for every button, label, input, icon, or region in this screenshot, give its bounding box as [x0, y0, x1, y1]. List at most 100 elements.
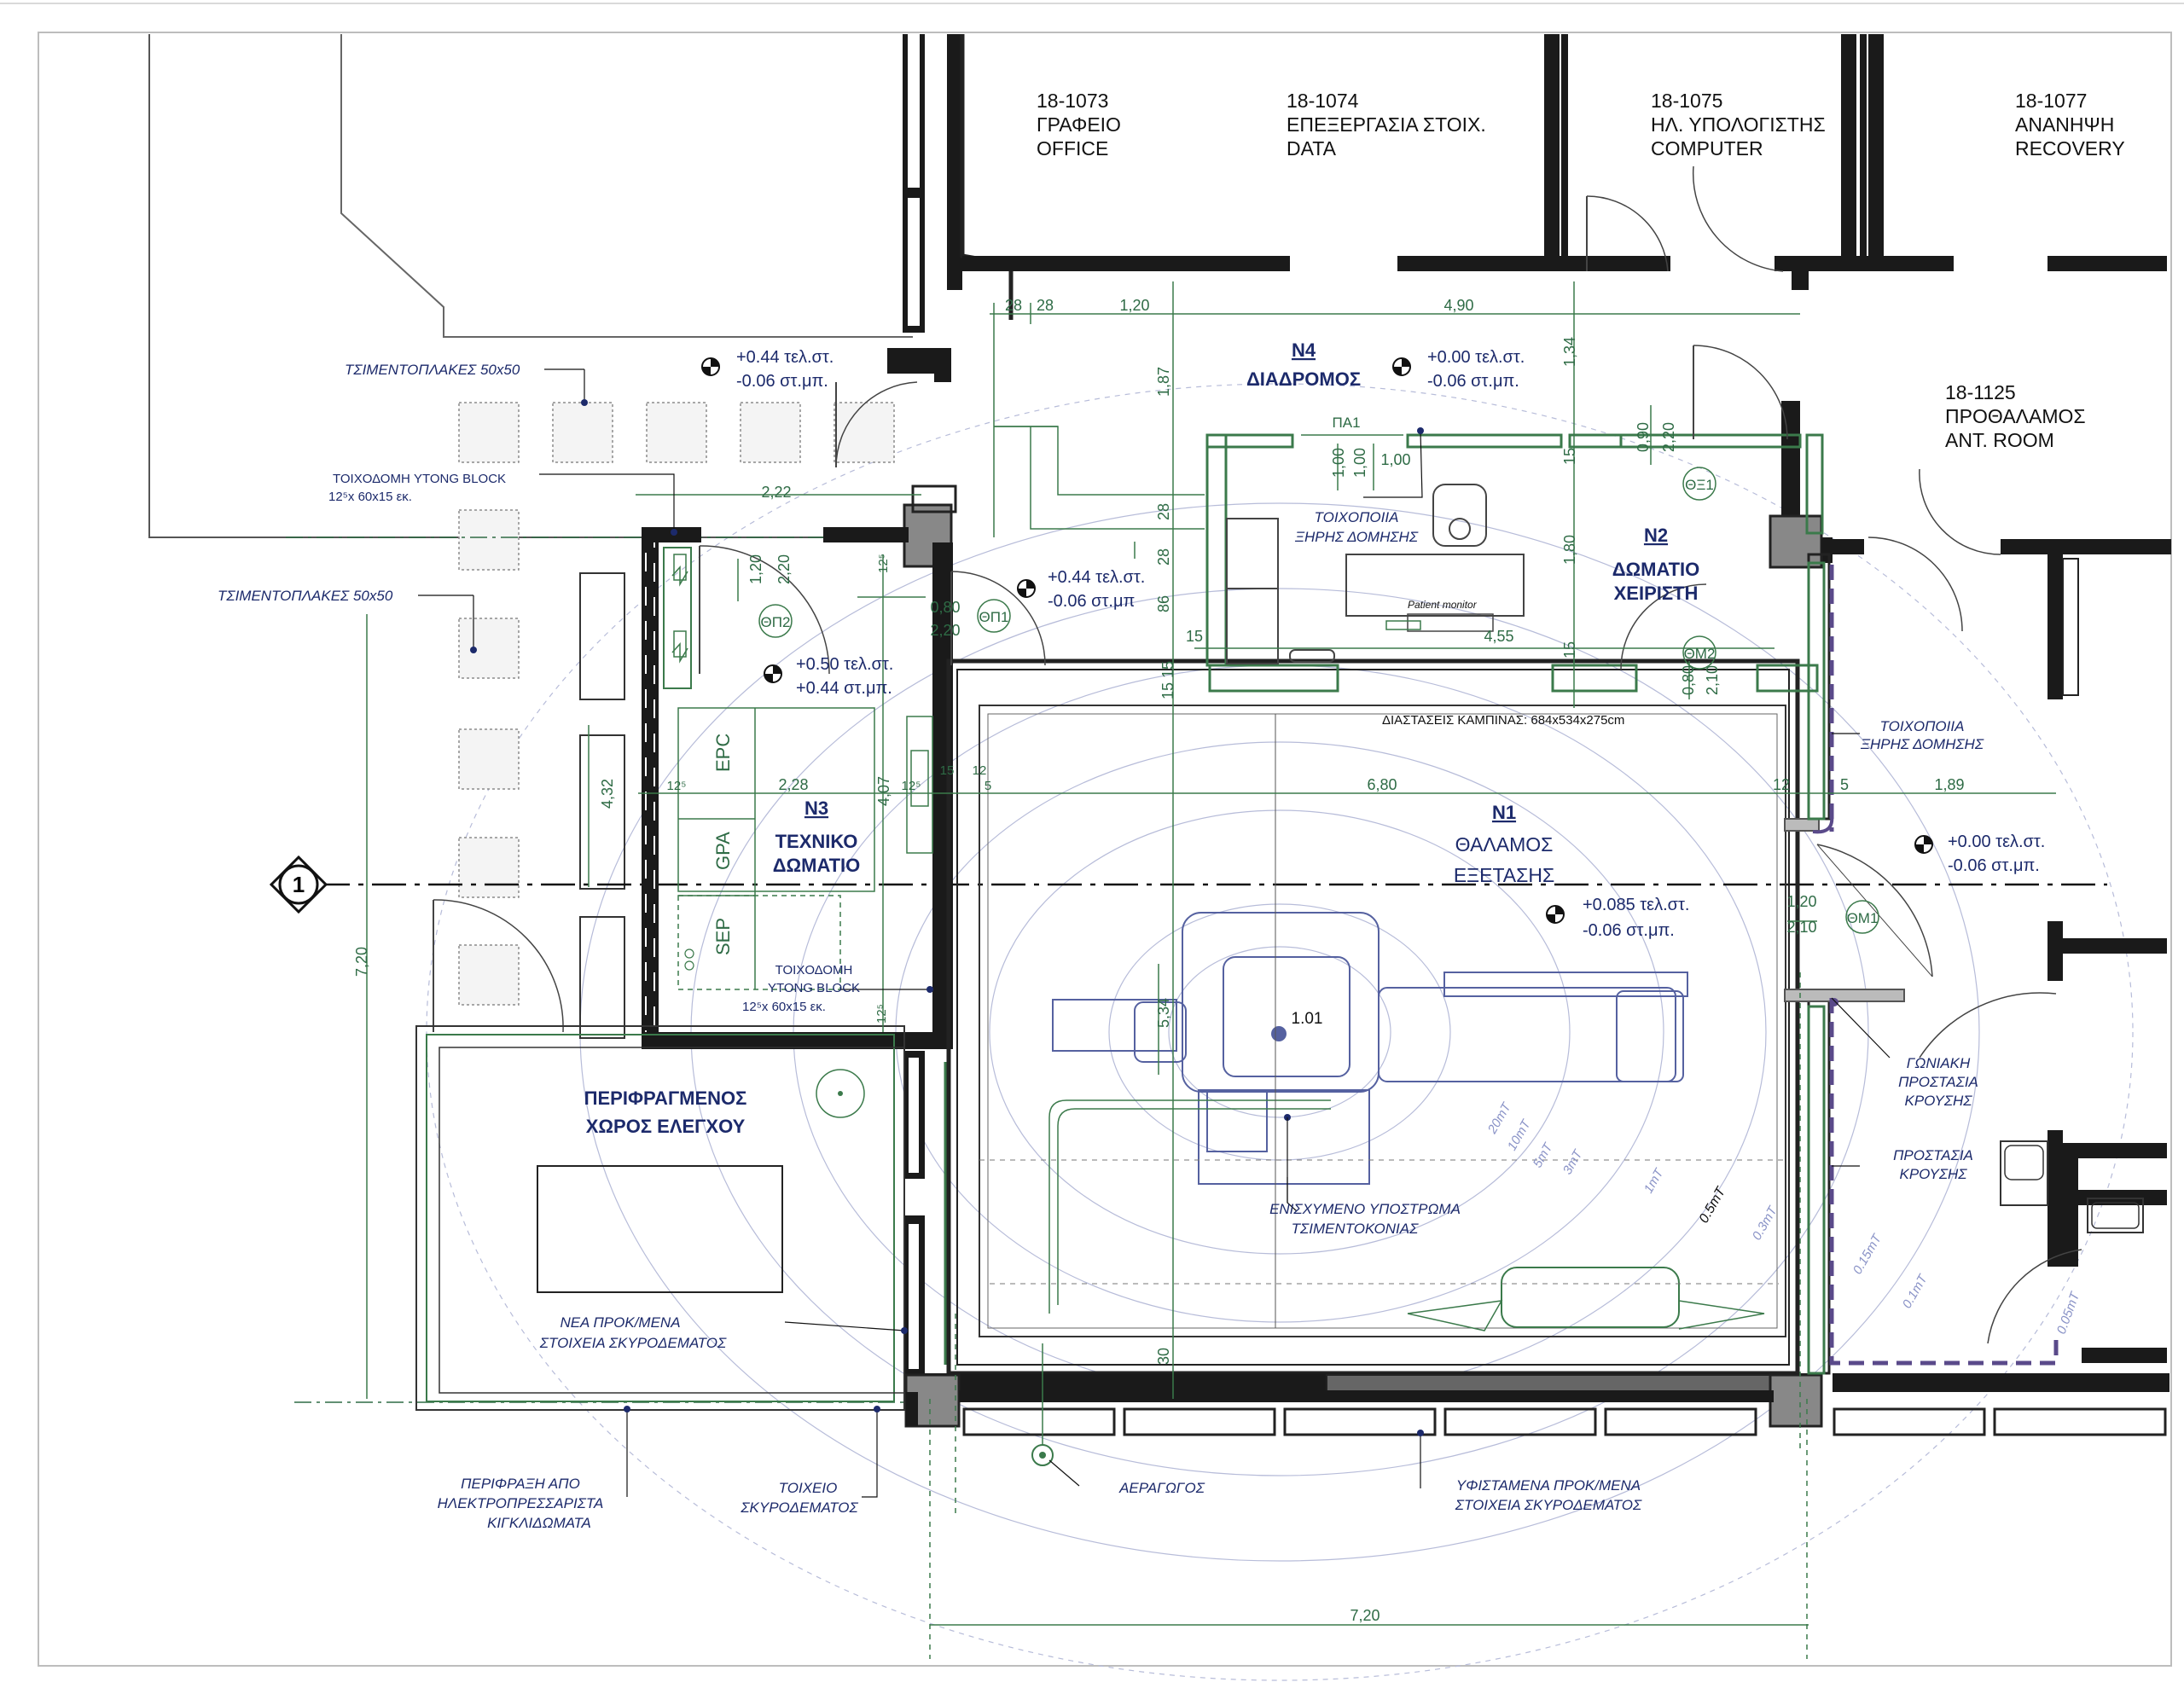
zone-n1-code: N1 [1492, 802, 1516, 823]
dim-1-20-b: 1,20 [747, 554, 764, 584]
dim-12-5-b: 12⁵ [667, 779, 687, 793]
zone-n3-line1: ΤΕΧΝΙΚΟ [775, 831, 858, 852]
zone-n4-code: N4 [1292, 339, 1316, 361]
dim-2-20-c: 2,20 [930, 622, 960, 639]
field-1mt: 1mT [1641, 1165, 1668, 1196]
field-0-1mt: 0.1mT [1900, 1271, 1931, 1311]
room-office-name-en: OFFICE [1037, 137, 1108, 160]
note-impact-line1: ΠΡΟΣΤΑΣΙΑ [1893, 1147, 1973, 1163]
level-corridor-slab: -0.06 στ.μπ [1048, 592, 1135, 611]
note-cabin-dimensions: ΔΙΑΣΤΑΣΕΙΣ ΚΑΜΠΙΝΑΣ: 684x534x275cm [1382, 713, 1624, 728]
note-ytong-a-line1: ΤΟΙΧΟΔΟΜΗ YTONG BLOCK [333, 472, 506, 486]
note-fence-line2: ΗΛΕΚΤΡΟΠΡΕΣΣΑΡΙΣΤΑ [438, 1495, 604, 1511]
room-anteroom-name-en: ANT. ROOM [1945, 429, 2054, 451]
dim-5-a: 5 [985, 779, 991, 793]
level-corridor-finish: +0.44 τελ.στ. [1048, 568, 1145, 587]
dim-0-80-b: 0,80 [1680, 665, 1697, 695]
dim-12-5-a: 12⁵ [876, 554, 891, 573]
note-screed-line2: ΤΣΙΜΕΝΤΟΚΟΝΙΑΣ [1292, 1221, 1419, 1237]
dim-2-10: 2,10 [1704, 665, 1721, 695]
dim-4-07: 4,07 [875, 776, 892, 806]
level-n3-slab: +0.44 στ.μπ. [796, 679, 892, 698]
yard-enclosure [415, 1025, 905, 1411]
leader-lines [418, 368, 1891, 1498]
door-thp2: ΘΠ2 [761, 614, 791, 630]
equipment-sep: SEP [712, 918, 734, 955]
dim-12-b: 12 [1773, 776, 1790, 793]
room-data-number: 18-1074 [1287, 90, 1359, 112]
dim-28-b: 28 [1037, 297, 1054, 314]
dim-12-5-d: 12⁵ [874, 1004, 889, 1024]
room-data-name-gr: ΕΠΕΞΕΡΓΑΣΙΑ ΣΤΟΙΧ. [1287, 113, 1486, 136]
field-10mt: 10mT [1505, 1117, 1535, 1153]
room-recovery-name-en: RECOVERY [2015, 137, 2125, 160]
note-impact-line2: ΚΡΟΥΣΗΣ [1900, 1166, 1968, 1182]
note-drywall-b-line2: ΞΗΡΗΣ ΔΟΜΗΣΗΣ [1860, 736, 1984, 752]
dim-15-f: 15 [940, 763, 955, 778]
dim-1-20-c: 1,20 [1786, 893, 1816, 910]
field-0-15mt: 0.15mT [1850, 1231, 1885, 1277]
dim-4-55: 4,55 [1484, 628, 1513, 645]
door-thm1: ΘΜ1 [1847, 910, 1879, 926]
sanitary-fixtures [2000, 1140, 2144, 1233]
gridline-label: 1 [293, 872, 305, 897]
yard-line2: ΧΩΡΟΣ ΕΛΕΓΧΟΥ [586, 1116, 746, 1137]
dim-28-c: 28 [1155, 503, 1172, 520]
room-office-name-gr: ΓΡΑΦΕΙΟ [1037, 113, 1121, 136]
drywall-partitions [944, 433, 1826, 1375]
level-n4-slab: -0.06 στ.μπ. [1427, 372, 1519, 391]
level-n4-finish: +0.00 τελ.στ. [1427, 348, 1525, 367]
note-drywall-a-line2: ΞΗΡΗΣ ΔΟΜΗΣΗΣ [1294, 529, 1419, 545]
dim-6-80: 6,80 [1367, 776, 1397, 793]
room-anteroom-number: 18-1125 [1945, 381, 2016, 403]
zone-n3-code: N3 [804, 798, 828, 819]
level-n1-finish: +0.085 τελ.στ. [1583, 896, 1689, 914]
dim-1-00-b: 1,00 [1351, 448, 1368, 478]
dim-86: 86 [1155, 595, 1172, 612]
zone-n4-name: ΔΙΑΔΡΟΜΟΣ [1246, 368, 1361, 390]
dim-2-20-b: 2,20 [775, 554, 793, 584]
zone-n2-line1: ΔΩΜΑΤΙΟ [1612, 559, 1700, 580]
equipment-epc: EPC [712, 734, 734, 772]
dim-12-5-c: 12⁵ [902, 779, 921, 793]
dim-30: 30 [1155, 1348, 1172, 1365]
gridline-bubble: 1 [269, 855, 328, 914]
dim-15-a: 15 [1186, 628, 1203, 645]
note-tiles-top: ΤΣΙΜΕΝΤΟΠΛΑΚΕΣ 50x50 [345, 362, 520, 378]
door-thx1: ΘΞ1 [1685, 477, 1714, 493]
dim-2-22: 2,22 [761, 484, 791, 501]
room-recovery-name-gr: ΑΝΑΝΗΨΗ [2015, 113, 2114, 136]
drawing-frame [38, 32, 2172, 1667]
technical-room-interior [663, 547, 933, 990]
dim-0-90: 0,90 [1635, 422, 1652, 452]
equipment-gpa: GPA [712, 832, 734, 870]
level-n1-slab: -0.06 στ.μπ. [1583, 921, 1675, 940]
field-0-3mt: 0.3mT [1750, 1203, 1781, 1243]
dim-4-32: 4,32 [599, 779, 616, 809]
note-existing-line2: ΣΤΟΙΧΕΙΑ ΣΚΥΡΟΔΕΜΑΤΟΣ [1455, 1497, 1642, 1513]
door-tag-circles [758, 467, 1879, 934]
dim-1-80: 1,80 [1561, 535, 1578, 565]
zone-n1-line1: ΘΑΛΑΜΟΣ [1455, 833, 1554, 856]
note-fence-line3: ΚΙΓΚΛΙΔΩΜΑΤΑ [487, 1515, 591, 1531]
note-ytong-a-line2: 12⁵x 60x15 εκ. [328, 490, 412, 504]
dim-1-00-a: 1,00 [1330, 448, 1347, 478]
room-office-number: 18-1073 [1037, 90, 1108, 112]
paving-tiles [458, 402, 895, 1039]
note-precast-line1: ΝΕΑ ΠΡΟΚ/ΜΕΝΑ [560, 1314, 680, 1331]
dim-1-34: 1,34 [1561, 337, 1578, 367]
dim-2-10-b: 2,10 [1786, 919, 1816, 936]
note-duct: ΑΕΡΑΓΩΓΟΣ [1118, 1480, 1205, 1496]
dim-5-b: 5 [1840, 776, 1849, 793]
dim-1-20: 1,20 [1119, 297, 1149, 314]
air-duct [1031, 1343, 1054, 1466]
electrical-symbols [671, 566, 694, 971]
door-thp1: ΘΠ1 [979, 609, 1009, 625]
note-ytong-b-line3: 12⁵x 60x15 εκ. [742, 1000, 826, 1014]
dim-1-87: 1,87 [1155, 367, 1172, 397]
dimension-lines [366, 281, 2056, 1659]
door-pa1: ΠΑ1 [1332, 415, 1360, 431]
level-outside-finish: +0.44 τελ.στ. [736, 348, 834, 367]
dim-2-20-d: 2,20 [1660, 422, 1677, 452]
